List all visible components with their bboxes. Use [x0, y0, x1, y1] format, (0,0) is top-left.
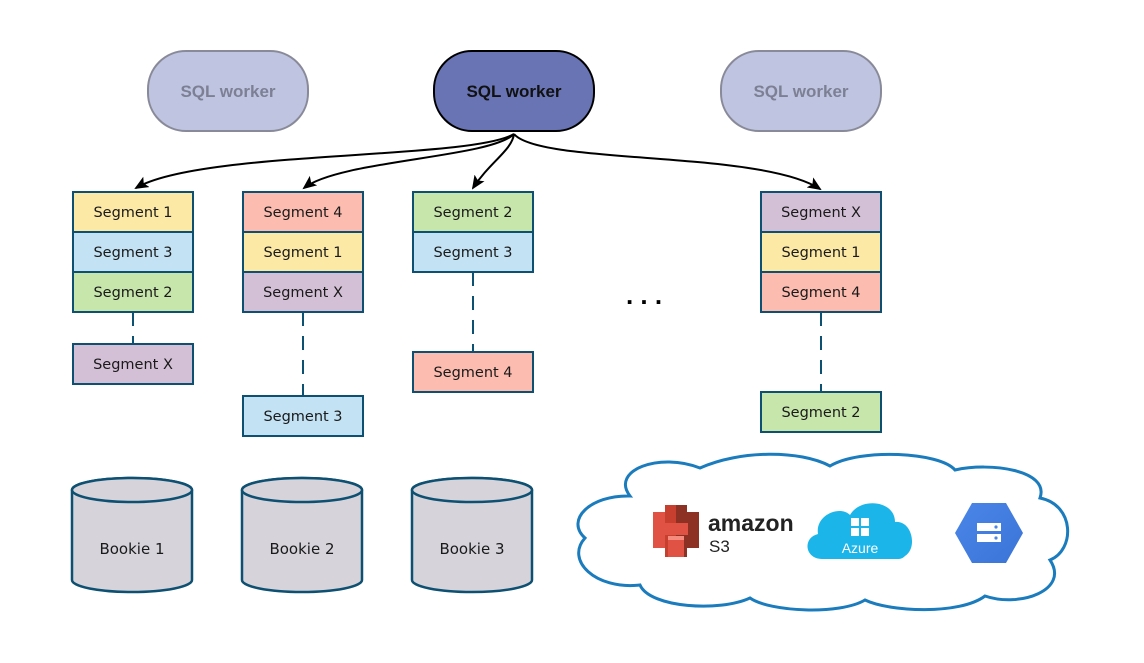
segment-box-detached [72, 343, 194, 385]
database-top [240, 476, 364, 504]
s3-label: S3 [709, 537, 730, 556]
segment-box [242, 191, 364, 233]
segment-label: Segment 2 [433, 205, 512, 221]
bookie-label: Bookie 2 [269, 540, 334, 558]
segment-label: Segment 1 [781, 245, 860, 261]
azure-logo: Azure [807, 503, 913, 559]
worker-arrows [134, 133, 822, 191]
segment-label: Segment 4 [781, 285, 860, 301]
arrow-to-group-4 [513, 133, 822, 191]
cloud-storage: amazon S3 Azure [576, 452, 1070, 612]
segment-box [760, 231, 882, 273]
sql-worker-shape [720, 50, 882, 132]
segment-box [412, 191, 534, 233]
bookie-1: Bookie 1 [70, 476, 194, 594]
segment-label: Segment 4 [433, 365, 512, 381]
windows-icon [851, 518, 869, 536]
sql-worker-label: SQL worker [466, 82, 561, 101]
google-cloud-storage-icon [955, 503, 1023, 563]
segment-label: Segment 1 [263, 245, 342, 261]
segment-box-detached [242, 395, 364, 437]
segment-label: Segment X [93, 357, 173, 373]
amazon-s3-icon [653, 505, 699, 557]
amazon-label: amazon [708, 510, 794, 536]
segment-label: Segment 3 [263, 409, 342, 425]
segment-label: Segment 2 [93, 285, 172, 301]
sql-worker-shape [433, 50, 595, 132]
segment-label: Segment X [781, 205, 861, 221]
segment-box-detached [760, 391, 882, 433]
sql-worker-label: SQL worker [180, 82, 275, 101]
segment-label: Segment 2 [781, 405, 860, 421]
amazon-s3-logo: amazon S3 [653, 505, 794, 557]
sql-worker-label: SQL worker [753, 82, 848, 101]
segment-box [72, 191, 194, 233]
arrow-to-group-3 [471, 133, 515, 190]
arrow-to-group-2 [302, 133, 515, 190]
segment-box [242, 231, 364, 273]
segment-label: Segment 1 [93, 205, 172, 221]
segment-box [760, 191, 882, 233]
database-top [70, 476, 194, 504]
more-workers-ellipsis: . . . [626, 280, 662, 310]
segment-label: Segment 3 [433, 245, 512, 261]
sql-worker-shape [147, 50, 309, 132]
azure-cloud-icon [807, 503, 913, 559]
segment-label: Segment X [263, 285, 343, 301]
segment-box [760, 271, 882, 313]
segment-label: Segment 3 [93, 245, 172, 261]
segment-group-2: Segment 4 Segment 1 Segment X Segment 3 [242, 191, 364, 437]
azure-label: Azure [842, 540, 879, 556]
arrow-to-group-1 [134, 133, 515, 190]
bookie-label: Bookie 1 [99, 540, 164, 558]
bookie-3: Bookie 3 [410, 476, 534, 594]
bookie-label: Bookie 3 [439, 540, 504, 558]
sql-worker-inactive: SQL worker [147, 50, 309, 132]
sql-worker-inactive: SQL worker [720, 50, 882, 132]
sql-worker-active: SQL worker [433, 50, 595, 132]
segment-group-4: Segment X Segment 1 Segment 4 Segment 2 [760, 191, 882, 433]
segment-label: Segment 4 [263, 205, 342, 221]
segment-group-3: Segment 2 Segment 3 Segment 4 [412, 191, 534, 393]
segment-box [412, 231, 534, 273]
segment-box-detached [412, 351, 534, 393]
database-top [410, 476, 534, 504]
segment-box [242, 271, 364, 313]
segment-group-1: Segment 1 Segment 3 Segment 2 Segment X [72, 191, 194, 385]
bookie-2: Bookie 2 [240, 476, 364, 594]
